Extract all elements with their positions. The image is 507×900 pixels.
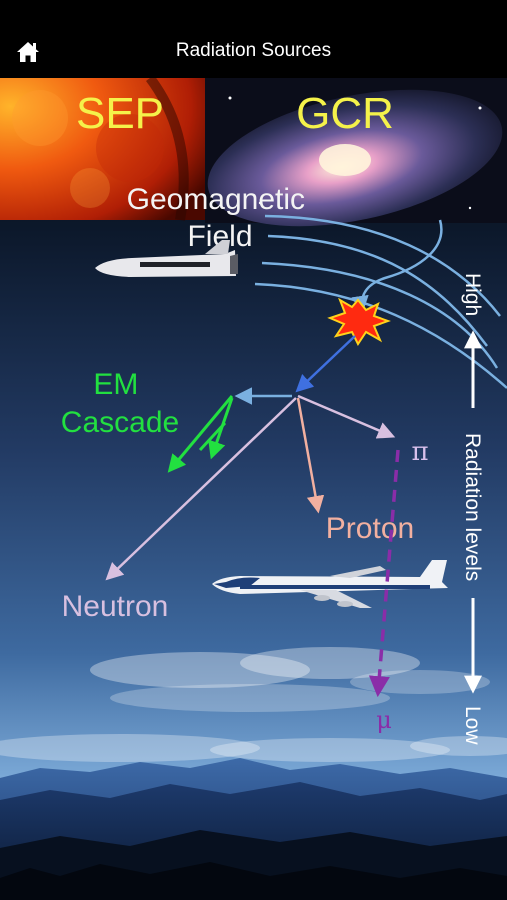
page-title: Radiation Sources bbox=[175, 40, 332, 61]
gcr-galaxy-image bbox=[205, 78, 507, 227]
muon-branch-arrow bbox=[368, 449, 400, 698]
radiation-diagram: SEP GCR Geomagnetic Field bbox=[0, 78, 507, 900]
em-cascade-label: EM Cascade bbox=[61, 368, 179, 439]
proton-label: Proton bbox=[326, 512, 414, 545]
em-cascade-arrows bbox=[167, 395, 234, 473]
radiation-levels-label: Radiation levels bbox=[461, 433, 484, 581]
gcr-label: GCR bbox=[296, 89, 394, 138]
primary-particle-arrow bbox=[295, 335, 356, 393]
clouds-image bbox=[0, 647, 507, 762]
geomagnetic-label-line1: Geomagnetic bbox=[127, 183, 305, 216]
muon-label: μ bbox=[376, 706, 392, 734]
nav-bar: Radiation Sources bbox=[0, 0, 507, 78]
gcr-trajectory bbox=[351, 219, 443, 314]
sep-sun-image bbox=[0, 78, 205, 221]
em-label-line2: Cascade bbox=[61, 406, 179, 439]
home-icon bbox=[17, 42, 39, 62]
home-button[interactable] bbox=[14, 38, 42, 66]
neutron-label: Neutron bbox=[62, 590, 169, 623]
collision-burst-icon bbox=[327, 297, 391, 346]
sep-label: SEP bbox=[76, 89, 164, 138]
pion-label: π bbox=[411, 437, 428, 467]
space-shuttle-image bbox=[95, 240, 238, 277]
radiation-high-label: High bbox=[461, 273, 484, 316]
proton-branch-arrow bbox=[296, 397, 325, 514]
radiation-low-label: Low bbox=[461, 706, 484, 745]
em-label-line1: EM bbox=[93, 368, 138, 401]
neutron-branch-arrow bbox=[105, 397, 297, 581]
mountains-image bbox=[0, 758, 507, 900]
airplane-image bbox=[212, 560, 448, 608]
pion-branch-arrow bbox=[297, 394, 396, 439]
geomagnetic-field-lines bbox=[254, 214, 507, 389]
geomagnetic-field-label: Geomagnetic Field bbox=[127, 183, 314, 253]
